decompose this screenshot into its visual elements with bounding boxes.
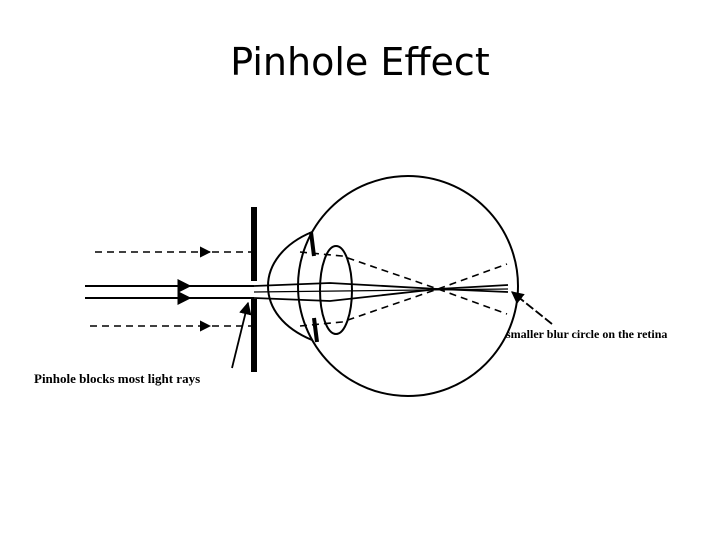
refracted-ray-lower [299, 263, 508, 327]
retina-label: smaller blur circle on the retina [506, 327, 667, 341]
retina-pointer-arrow [511, 291, 553, 325]
slide-title: Pinhole Effect [230, 40, 490, 84]
eyeball-outline [297, 175, 519, 397]
refracted-ray-upper [299, 251, 508, 315]
pinhole-label: Pinhole blocks most light rays [34, 371, 200, 386]
pinhole-beam-upper [253, 282, 509, 290]
pinhole-pointer-arrow [231, 301, 252, 369]
pinhole-beam-center [253, 288, 509, 293]
pinhole-beam-lower [253, 288, 509, 302]
iris-upper [309, 231, 316, 257]
iris-lower [312, 317, 319, 343]
lens-outline [319, 245, 353, 335]
